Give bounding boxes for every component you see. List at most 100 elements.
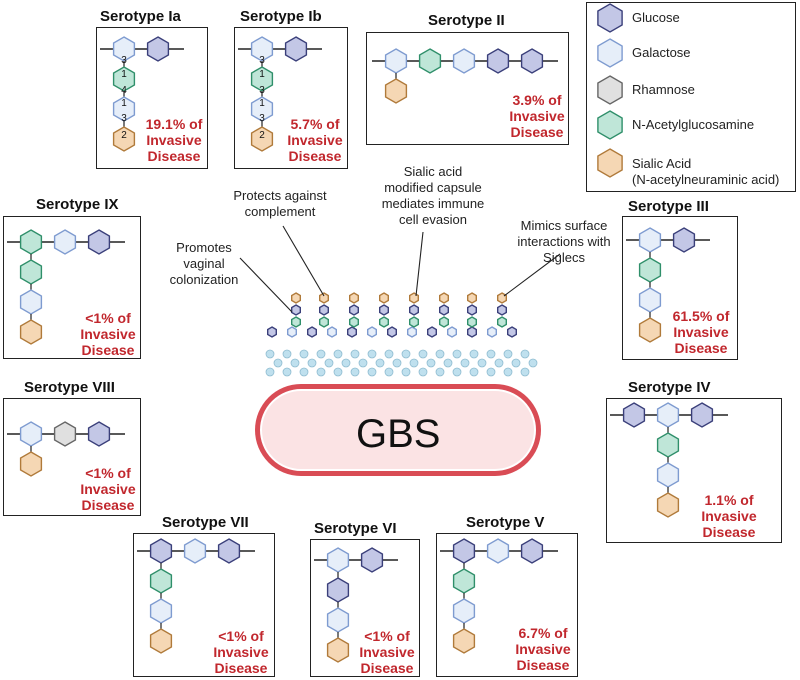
serotype-ia-backbone-glucose — [146, 36, 170, 62]
capsule-bead — [265, 367, 275, 377]
capsule-bead — [503, 367, 513, 377]
serotype-iv-backbone-glucose — [690, 402, 714, 428]
capsule-chain-sugar — [379, 304, 389, 316]
capsule-surface-sugar — [407, 326, 417, 338]
serotype-vii-backbone-glucose — [217, 538, 241, 564]
capsule-chain-sugar — [409, 316, 419, 328]
serotype-v-title: Serotype V — [466, 514, 545, 531]
serotype-viii-title: Serotype VIII — [24, 379, 115, 396]
capsule-chain-sugar — [291, 304, 301, 316]
capsule-bead — [520, 349, 530, 359]
capsule-bead — [494, 358, 504, 368]
capsule-bead — [350, 349, 360, 359]
capsule-chain-sugar — [439, 304, 449, 316]
serotype-v-branch-sialic — [452, 628, 476, 654]
linkage-number: 2 — [259, 130, 265, 141]
capsule-bead — [443, 358, 453, 368]
linkage-number: 1 — [259, 98, 265, 109]
capsule-surface-sugar — [427, 326, 437, 338]
capsule-chain-sugar — [291, 292, 301, 304]
serotype-vii-title: Serotype VII — [162, 514, 249, 531]
capsule-surface-sugar — [387, 326, 397, 338]
serotype-viii-backbone-galactose — [19, 421, 43, 447]
capsule-bead — [401, 367, 411, 377]
capsule-surface-sugar — [467, 326, 477, 338]
legend-label-galactose: Galactose — [632, 45, 691, 60]
capsule-bead — [384, 349, 394, 359]
serotype-viii-backbone-glucose — [87, 421, 111, 447]
legend-galactose-icon — [597, 38, 623, 68]
serotype-ix-title: Serotype IX — [36, 196, 119, 213]
capsule-bead — [350, 367, 360, 377]
capsule-bead — [333, 349, 343, 359]
serotype-iii-branch-sialic — [638, 317, 662, 343]
capsule-bead — [409, 358, 419, 368]
serotype-vi-branch-sialic — [326, 637, 350, 663]
serotype-iv-branch-galactose — [656, 462, 680, 488]
linkage-number: 1 — [121, 98, 127, 109]
capsule-bead — [418, 367, 428, 377]
capsule-bead — [392, 358, 402, 368]
capsule-chain-sugar — [439, 316, 449, 328]
legend-label-sialic: Sialic Acid(N-acetylneuraminic acid) — [632, 156, 780, 187]
capsule-bead — [452, 367, 462, 377]
serotype-vii-backbone-galactose — [183, 538, 207, 564]
serotype-ix-branch-galactose — [19, 289, 43, 315]
capsule-bead — [324, 358, 334, 368]
capsule-surface-sugar — [347, 326, 357, 338]
serotype-vii-branch-galactose — [149, 598, 173, 624]
capsule-chain-sugar — [467, 316, 477, 328]
capsule-bead — [469, 349, 479, 359]
capsule-surface-sugar — [447, 326, 457, 338]
capsule-bead — [426, 358, 436, 368]
bond-line — [415, 231, 424, 297]
serotype-ii-backbone-glucose — [486, 48, 510, 74]
capsule-chain-sugar — [349, 292, 359, 304]
linkage-number: 3 — [121, 113, 127, 124]
serotype-iii-backbone-glucose — [672, 227, 696, 253]
legend-label-rhamnose: Rhamnose — [632, 82, 695, 97]
capsule-chain-sugar — [467, 292, 477, 304]
serotype-ii-backbone-glucose — [520, 48, 544, 74]
serotype-vii-backbone-glucose — [149, 538, 173, 564]
linkage-number: 2 — [121, 130, 127, 141]
capsule-bead — [367, 349, 377, 359]
capsule-surface-sugar — [507, 326, 517, 338]
serotype-v-branch-galactose — [452, 598, 476, 624]
linkage-number: 1 — [121, 69, 127, 80]
serotype-ii-backbone-galactose — [384, 48, 408, 74]
serotype-iv-branch-sialic — [656, 492, 680, 518]
capsule-bead — [477, 358, 487, 368]
linkage-number: 4 — [121, 85, 127, 96]
serotype-v-backbone-galactose — [486, 538, 510, 564]
serotype-v-backbone-glucose — [452, 538, 476, 564]
capsule-bead — [418, 349, 428, 359]
bond-line — [239, 257, 293, 313]
serotype-v-backbone-glucose — [520, 538, 544, 564]
serotype-ii-backbone-nacetylglucosamine — [418, 48, 442, 74]
serotype-ix-branch-sialic — [19, 319, 43, 345]
capsule-bead — [469, 367, 479, 377]
capsule-bead — [282, 367, 292, 377]
serotype-iii-branch-galactose — [638, 287, 662, 313]
capsule-chain-sugar — [497, 292, 507, 304]
serotype-vi-backbone-galactose — [326, 547, 350, 573]
serotype-iv-branch-nacetylglucosamine — [656, 432, 680, 458]
capsule-bead — [299, 367, 309, 377]
serotype-vi-title: Serotype VI — [314, 520, 397, 537]
linkage-number: 3 — [121, 55, 127, 66]
serotype-ix-backbone-nacetylglucosamine — [19, 229, 43, 255]
capsule-bead — [486, 367, 496, 377]
linkage-number: 3 — [259, 113, 265, 124]
capsule-chain-sugar — [409, 292, 419, 304]
capsule-bead — [282, 349, 292, 359]
capsule-chain-sugar — [409, 304, 419, 316]
capsule-chain-sugar — [319, 316, 329, 328]
